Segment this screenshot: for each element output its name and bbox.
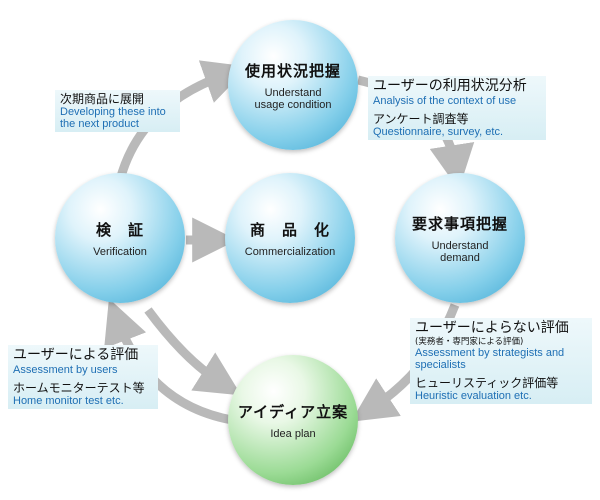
node-commercialization: 商 品 化 Commercialization	[225, 173, 355, 303]
arrow-verification-to-idea	[144, 307, 242, 396]
label-user-eval-jp-2: ホームモニターテスト等	[13, 381, 145, 395]
node-understand-usage: 使用状況把握 Understand usage condition	[228, 20, 358, 150]
node-idea-plan-jp: アイディア立案	[237, 402, 349, 421]
node-understand-usage-en-1: Understand	[264, 86, 322, 99]
label-usage-analysis-jp-1: ユーザーの利用状況分析	[373, 78, 527, 94]
node-verification-en: Verification	[93, 245, 147, 258]
label-non-user-eval-jp-1: ユーザーによらない評価	[415, 320, 569, 336]
node-understand-demand-en-1: Understand	[431, 239, 489, 252]
arrow-idea-to-verification	[104, 298, 233, 425]
node-understand-demand: 要求事項把握 Understand demand	[395, 173, 525, 303]
node-commercialization-en: Commercialization	[244, 245, 336, 258]
node-idea-plan: アイディア立案 Idea plan	[228, 355, 358, 485]
label-non-user-eval: ユーザーによらない評価 (実務者・専門家による評価) Assessment by…	[410, 318, 592, 404]
label-usage-analysis-jp-2: アンケート調査等	[373, 112, 469, 126]
label-user-eval: ユーザーによる評価 Assessment by users ホームモニターテスト…	[8, 345, 158, 409]
label-usage-analysis-en-2: Questionnaire, survey, etc.	[373, 126, 504, 138]
label-non-user-eval-en-2: specialists	[415, 359, 466, 371]
node-idea-plan-en: Idea plan	[270, 427, 316, 440]
label-non-user-eval-jp-note: (実務者・専門家による評価)	[415, 337, 524, 347]
label-usage-analysis: ユーザーの利用状況分析 Analysis of the context of u…	[368, 76, 546, 140]
node-verification-jp: 検 証	[95, 220, 144, 239]
label-next-product-en-1: Developing these into	[60, 106, 166, 118]
node-commercialization-jp: 商 品 化	[249, 220, 330, 239]
node-understand-demand-jp: 要求事項把握	[411, 214, 508, 233]
label-user-eval-en-1: Assessment by users	[13, 364, 118, 376]
label-non-user-eval-en-1: Assessment by strategists and	[415, 347, 565, 359]
label-non-user-eval-en-3: Heuristic evaluation etc.	[415, 390, 532, 402]
label-user-eval-en-2: Home monitor test etc.	[13, 395, 124, 407]
label-next-product: 次期商品に展開 Developing these into the next p…	[55, 90, 180, 132]
node-understand-usage-en-2: usage condition	[254, 98, 332, 111]
label-non-user-eval-jp-2: ヒューリスティック評価等	[415, 376, 559, 390]
node-verification: 検 証 Verification	[55, 173, 185, 303]
node-understand-usage-jp: 使用状況把握	[244, 61, 341, 80]
label-next-product-en-2: the next product	[60, 118, 139, 130]
node-understand-demand-en-2: demand	[440, 251, 480, 264]
label-user-eval-jp-1: ユーザーによる評価	[13, 347, 139, 363]
label-usage-analysis-en-1: Analysis of the context of use	[373, 95, 517, 107]
label-next-product-jp: 次期商品に展開	[60, 92, 145, 106]
